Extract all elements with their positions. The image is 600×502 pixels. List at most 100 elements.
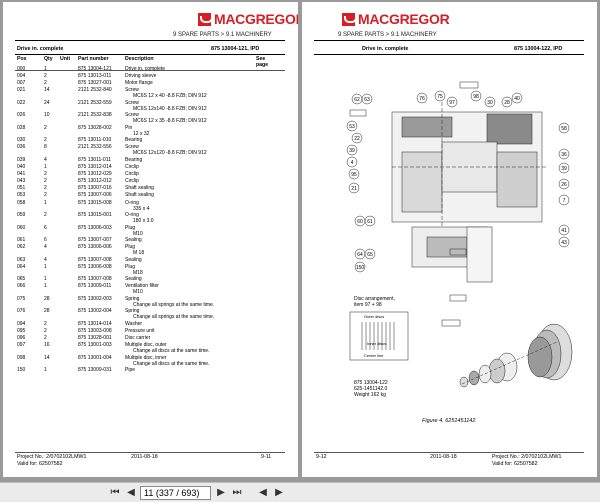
footer-rule [15,452,285,453]
cell-qty: 2 [44,320,47,327]
cell-desc: Bearing [125,156,143,163]
prev-page-icon[interactable]: ◀ [127,487,135,498]
cell-desc: Multiple disc, outer [125,342,167,349]
cell-pn: 875 13001-004 [78,354,112,361]
callout-label: 65 [367,252,373,258]
cell-pos: 040 [17,164,26,170]
lower-shaft [426,236,468,258]
callout-label: 64 [357,252,363,258]
forward-icon[interactable]: ▶︎ [275,487,283,498]
callout-circle [558,178,570,190]
cell-desc: MC6S 12x140 -8.8 FZB; DIN 912 [133,105,207,112]
cell-pos: 059 [17,212,26,218]
cell-pn: 2121 2532-840 [78,87,112,94]
cell-pos: 066 [17,283,26,290]
cell-pn: 875 13011-010 [78,137,112,144]
callout-circle [364,248,376,260]
cell-desc: M 18 [133,250,145,257]
cell-qty: 2 [44,124,47,131]
cell-desc: Sealing [125,276,142,283]
cell-desc: Pressure unit [125,327,155,334]
cell-pn: 875 13006-003 [78,224,112,231]
cell-pos: 095 [17,327,26,334]
outer-discs-label: Outer discs [364,314,385,319]
callout-circle [558,148,570,160]
cell-pn: 875 13015-008 [78,199,112,206]
cell-pos: 150 [17,367,26,374]
cell-pn: 875 13009-031 [78,367,112,374]
callout-circle [470,90,482,102]
cell-pos: 096 [17,335,26,341]
page-title-right: Drive in. complete [362,46,409,52]
cell-qty: 28 [44,308,50,315]
col-pos: Pos [17,56,27,62]
cell-desc: Washer [125,320,143,327]
macgregor-logo-icon [342,12,357,26]
cell-pos: 022 [17,99,26,106]
hatched-flange-top [401,116,453,138]
cell-pn: 2121 2532-559 [78,99,112,106]
cell-pn: 875 13007-016 [78,185,112,192]
cell-desc: 180 x 3.0 [133,218,154,224]
callout-circle [558,236,570,248]
footer-date-right: 2011-08-18 [430,454,457,460]
cell-pn: 875 13007-006 [78,192,112,199]
callout-label: 21 [351,186,357,192]
last-page-icon[interactable]: ⏭ [232,487,242,498]
col-qty: Qty [44,56,53,62]
cell-desc: Change all discs at the same time. [133,348,210,355]
brand-logo: MACGREGOR [198,11,298,27]
next-page-icon[interactable]: ▶ [217,487,225,498]
disc-note-line-1: Disc arrangement, [354,296,395,302]
cell-pos: 000 [17,66,26,72]
cell-pos: 043 [17,178,26,185]
footer-project-block: Project No.: 2/0702102LMW1 Valid for: 62… [17,454,87,468]
page-number-input[interactable] [140,486,211,500]
cell-qty: 1 [44,66,47,72]
col-see-page: See page [256,56,269,68]
disc-pack [401,151,443,213]
disc-arrangement-inset [349,311,409,361]
callout-label: 39 [561,166,567,172]
callout-label: 150 [356,265,365,271]
callout-label: 63 [364,97,370,103]
cell-pn: 875 13001-003 [78,342,112,349]
footer-valid: Valid for: 62507582 [17,461,63,467]
cell-desc: Spring [125,295,140,302]
cell-qty: 2 [44,73,47,80]
cell-desc: M10 [133,230,143,237]
cell-desc: 335 x 4 [133,205,150,212]
cell-desc: Change all springs at the same time. [133,301,215,308]
cell-pos: 026 [17,112,26,119]
first-page-icon[interactable]: ⏮ [110,487,120,498]
footer-rule-right [314,452,584,453]
cell-pn: 2121 2532-838 [78,112,112,119]
brand-logo-right: MACGREGOR [342,11,450,27]
cell-pos: 075 [17,295,26,302]
cell-pos: 061 [17,237,26,243]
callout-circle [351,132,363,144]
cell-pos: 007 [17,80,26,87]
callout-label: 43 [561,240,567,246]
callout-circle [346,144,358,156]
cell-desc: Plug [125,263,136,270]
callout-circle [346,156,358,168]
callout-label: 41 [561,228,567,234]
callout-label: 26 [561,182,567,188]
cell-desc: Plug [125,224,136,231]
cell-desc: Spring [125,308,140,315]
cell-desc: Circlip [125,164,139,170]
cell-desc: Ventilation filter [125,283,159,290]
cell-desc: Drive in. complete [125,66,166,72]
callout-label: 4 [351,160,354,166]
header-rule-right [314,40,584,41]
callout-circle [558,194,570,206]
callout-label: 22 [354,136,360,142]
hatched-gear-top [486,113,533,145]
callout-circle [484,96,496,108]
right-page: MACGREGOR 9 SPARE PARTS > 9.1 MACHINERY … [302,2,597,477]
cell-qty: 1 [44,283,47,290]
back-icon[interactable]: ◀︎ [259,487,267,498]
cell-desc: O-ring [125,199,139,206]
